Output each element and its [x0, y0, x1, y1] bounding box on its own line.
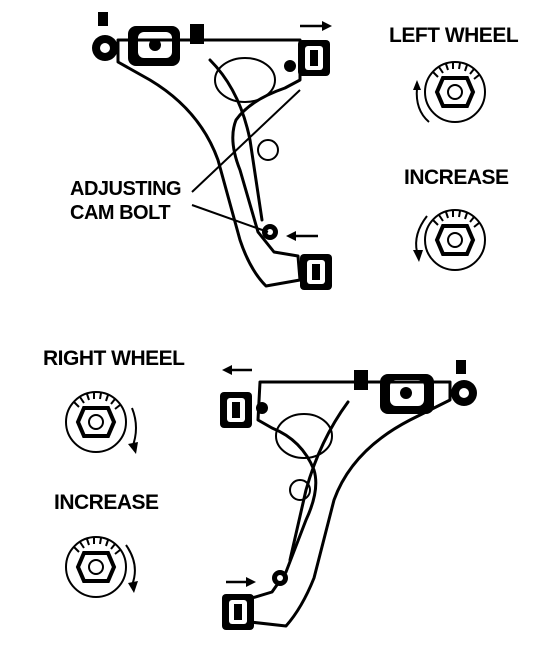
leader-lines [191, 89, 301, 233]
direction-arrow-icon [286, 231, 318, 241]
right-increase-label: INCREASE [54, 491, 159, 514]
right-cam-bolt-icon [64, 390, 138, 454]
adjusting-label: ADJUSTING [70, 178, 182, 200]
right-wheel-label: RIGHT WHEEL [43, 347, 185, 370]
right-control-arm [220, 360, 477, 630]
direction-arrow-icon [300, 21, 332, 31]
right-increase-cam-bolt-icon [64, 535, 138, 599]
left-cam-bolt-icon [413, 60, 487, 124]
left-increase-label: INCREASE [404, 166, 509, 189]
direction-arrow-icon [222, 365, 252, 375]
direction-arrow-icon [226, 577, 256, 587]
left-control-arm [92, 12, 332, 290]
cam-bolt-label: CAM BOLT [70, 202, 171, 224]
left-wheel-label: LEFT WHEEL [389, 24, 519, 47]
left-increase-cam-bolt-icon [413, 208, 487, 272]
